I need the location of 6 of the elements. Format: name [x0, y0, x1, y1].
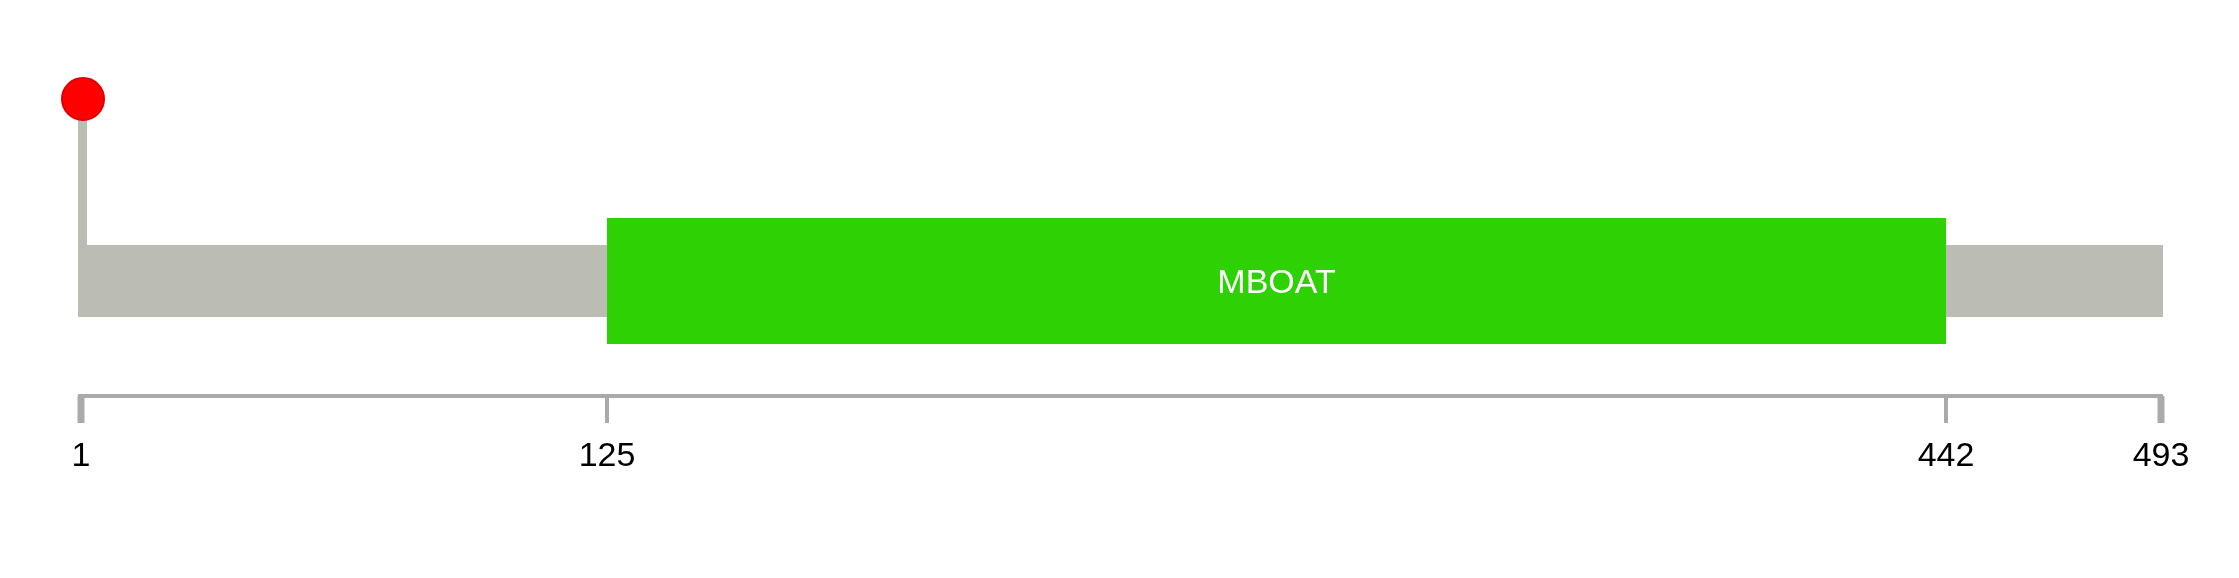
tick-label: 1 — [71, 437, 91, 471]
domain-box — [607, 218, 1946, 344]
domain-label: MBOAT — [1217, 264, 1336, 298]
tick-label: 442 — [1917, 437, 1975, 471]
tick-label: 125 — [578, 437, 636, 471]
tick-label: 493 — [2132, 437, 2190, 471]
